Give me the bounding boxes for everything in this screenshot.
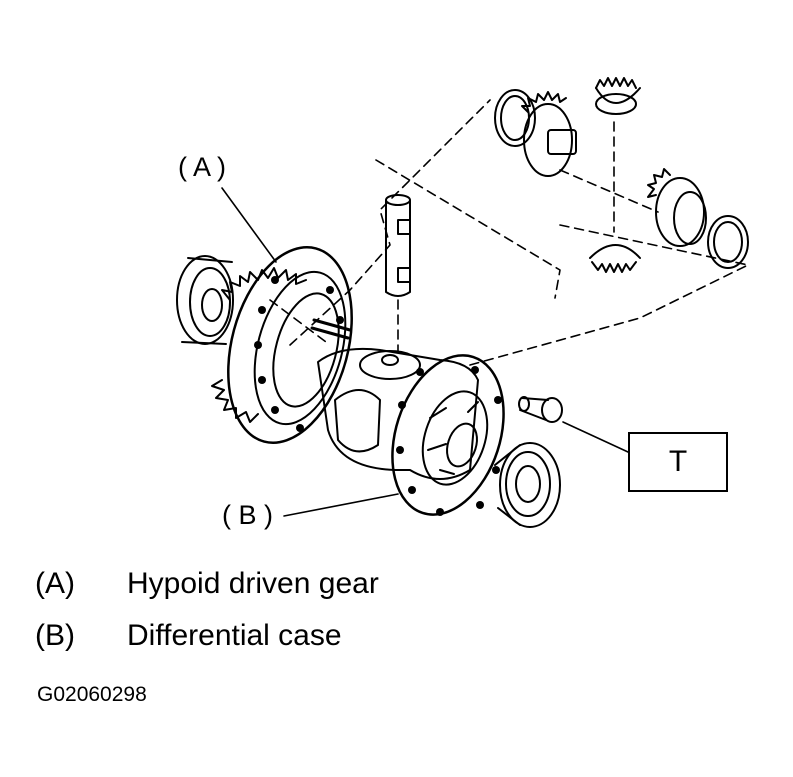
hypoid-driven-gear-part — [211, 245, 353, 445]
differential-case-part — [317, 347, 505, 516]
lower-right-washer-part — [707, 215, 749, 269]
left-bearing-part — [176, 255, 234, 345]
ring-gear-bolt-part — [518, 396, 563, 423]
pinion-shaft-part — [385, 194, 411, 297]
exploded-view-guide-lines — [269, 99, 749, 366]
torque-callout-box: T — [628, 432, 728, 492]
legend-code-b: (B) — [35, 619, 75, 652]
upper-pinion-gear-part — [595, 77, 641, 115]
right-bearing-part — [494, 442, 561, 528]
lower-pinion-gear-part — [589, 244, 641, 273]
figure-id: G02060298 — [37, 683, 147, 706]
right-side-gear-part — [647, 168, 707, 247]
legend-code-a: (A) — [35, 567, 75, 600]
callout-a-label: ( A ) — [178, 152, 227, 182]
leader-lines — [221, 187, 629, 517]
legend-text-b: Differential case — [127, 619, 342, 652]
torque-callout-label: T — [668, 445, 688, 478]
legend-text-a: Hypoid driven gear — [127, 567, 379, 600]
exploded-differential-diagram — [176, 77, 749, 528]
left-side-gear-part — [521, 91, 577, 177]
callout-b-label: ( B ) — [222, 500, 273, 530]
